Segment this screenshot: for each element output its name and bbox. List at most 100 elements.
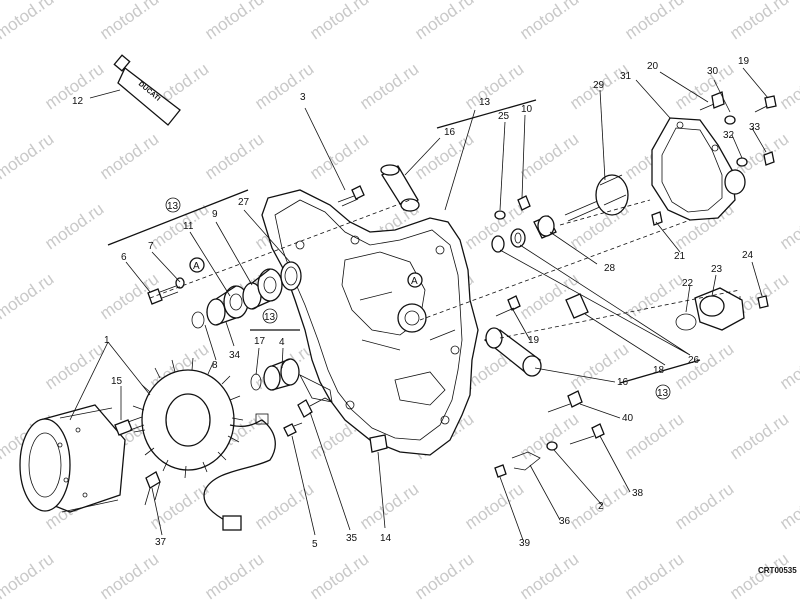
part-label-33: 33 <box>749 122 761 133</box>
part-label-29: 29 <box>593 80 605 91</box>
part-label-38: 38 <box>632 488 644 499</box>
pump-impeller-29 <box>564 174 629 222</box>
watermark-41: motod.ru <box>0 129 57 183</box>
watermark-101: motod.ru <box>0 549 57 600</box>
bolt-3 <box>337 185 365 207</box>
part-label-28: 28 <box>604 263 616 274</box>
watermark-103: motod.ru <box>201 549 267 600</box>
part-label-4: 4 <box>279 337 285 348</box>
dowel-14 <box>369 434 388 453</box>
o-ring-22 <box>675 313 697 331</box>
part-label-11: 11 <box>183 221 194 232</box>
watermark-21: motod.ru <box>0 0 57 43</box>
part-label-17: 17 <box>254 336 266 347</box>
water-fitting-16-lower <box>483 327 542 377</box>
bolt-19-mid <box>495 295 521 317</box>
sealant-tube-12: DUCATI <box>113 54 181 126</box>
part-label-18: 18 <box>653 365 665 376</box>
part-label-31: 31 <box>620 71 632 82</box>
watermark-33: motod.ru <box>251 59 317 113</box>
part-label-24: 24 <box>742 250 754 261</box>
part-label-15: 15 <box>111 376 123 387</box>
watermark-42: motod.ru <box>96 129 162 183</box>
washer-7 <box>175 277 185 289</box>
part-label-23: 23 <box>711 264 723 275</box>
watermark-106: motod.ru <box>516 549 582 600</box>
bolt-40 <box>547 390 583 413</box>
watermark-70: motod.ru <box>0 339 2 393</box>
watermark-88: motod.ru <box>726 409 792 463</box>
outlet-flange-23 <box>694 287 745 331</box>
flywheel-rotor <box>19 404 126 513</box>
washer-25 <box>494 210 506 220</box>
watermark-71: motod.ru <box>41 339 107 393</box>
part-label-13-right: 13 <box>657 388 669 399</box>
watermark-104: motod.ru <box>306 549 372 600</box>
watermark-30: motod.ru <box>0 59 2 113</box>
watermark-23: motod.ru <box>201 0 267 43</box>
watermark-37: motod.ru <box>671 59 737 113</box>
washer-2 <box>546 441 558 451</box>
bearing-9 <box>242 268 283 310</box>
pump-cover-31 <box>651 117 746 221</box>
callout-a-left: A <box>189 257 205 273</box>
generator-cover <box>261 189 479 456</box>
part-label-5: 5 <box>312 539 318 550</box>
part-label-37: 37 <box>155 537 167 548</box>
snap-ring-34 <box>191 311 205 329</box>
part-label-34: 34 <box>229 350 241 361</box>
part-label-6: 6 <box>121 252 127 263</box>
watermark-27: motod.ru <box>621 0 687 43</box>
part-label-19-mid: 19 <box>528 335 540 346</box>
watermark-50: motod.ru <box>0 199 2 253</box>
part-label-32: 32 <box>723 130 735 141</box>
watermark-86: motod.ru <box>516 409 582 463</box>
part-label-3: 3 <box>300 92 306 103</box>
part-label-16-top: 16 <box>444 127 456 138</box>
part-label-26: 26 <box>688 355 700 366</box>
part-label-39: 39 <box>519 538 531 549</box>
part-label-13-top: 13 <box>479 97 491 108</box>
part-label-8: 8 <box>212 360 218 371</box>
bolt-24 <box>757 295 769 309</box>
seal-27 <box>280 261 302 291</box>
dowel-21 <box>651 211 663 226</box>
part-label-25: 25 <box>498 111 510 122</box>
part-label-12: 12 <box>72 96 84 107</box>
bushing-28 <box>533 215 557 239</box>
bolt-19 <box>754 95 777 113</box>
bolt-20 <box>699 91 725 111</box>
part-label-36: 36 <box>559 516 571 527</box>
watermark-46: motod.ru <box>516 129 582 183</box>
watermark-90: motod.ru <box>0 479 2 533</box>
water-fitting-16 <box>380 164 420 212</box>
leader-lines <box>69 67 769 541</box>
callout-a-right-label: A <box>411 276 418 287</box>
part-label-14: 14 <box>380 533 392 544</box>
part-label-22: 22 <box>682 278 694 289</box>
part-label-30: 30 <box>707 66 719 77</box>
part-label-7: 7 <box>148 241 154 252</box>
nut-39 <box>494 464 507 478</box>
watermark-93: motod.ru <box>251 479 317 533</box>
bolt-33 <box>763 151 775 166</box>
part-label-27: 27 <box>238 197 250 208</box>
cable-clamp-35 <box>297 397 333 418</box>
part-label-21: 21 <box>674 251 686 262</box>
dowel-18 <box>565 293 589 319</box>
watermark-51: motod.ru <box>41 199 107 253</box>
part-label-40: 40 <box>622 413 634 424</box>
washer-30 <box>724 115 736 125</box>
watermark-22: motod.ru <box>96 0 162 43</box>
watermark-78: motod.ru <box>776 339 800 393</box>
assembly-axes <box>149 199 741 339</box>
part-label-2: 2 <box>598 501 604 512</box>
part-label-20: 20 <box>647 61 659 72</box>
part-label-13-mid: 13 <box>264 312 276 323</box>
bolt-6 <box>147 285 179 305</box>
drawing-code: CRT00535 <box>758 566 797 575</box>
part-labels: 1 2 3 4 5 6 7 8 9 10 11 12 13 13 13 13 1… <box>72 56 761 550</box>
watermark-105: motod.ru <box>411 549 477 600</box>
